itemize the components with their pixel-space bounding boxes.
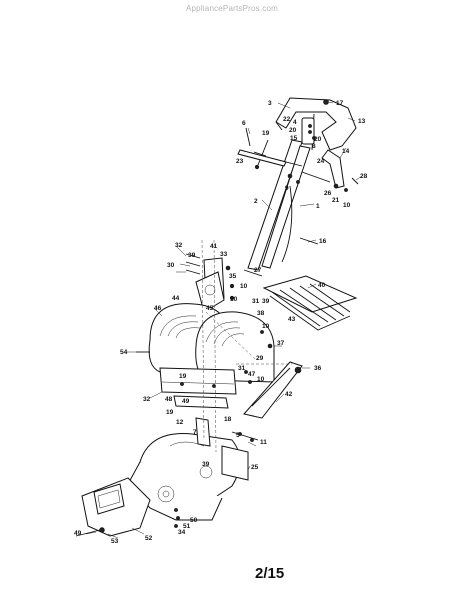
callout-51: 51	[183, 523, 191, 530]
callout-14: 14	[342, 148, 350, 155]
callout-4: 4	[293, 119, 297, 126]
page-number: 2/15	[255, 565, 285, 582]
callout-27: 27	[254, 267, 262, 274]
callout-19: 19	[262, 130, 270, 137]
callout-32: 32	[175, 242, 183, 249]
callout-54: 54	[120, 349, 128, 356]
leader-lines	[85, 101, 363, 539]
callout-15: 15	[290, 135, 298, 142]
callout-35: 35	[229, 273, 237, 280]
callout-3: 3	[268, 100, 272, 107]
callout-19: 19	[166, 409, 174, 416]
callout-labels: 3 17 13 22 4 20 15 20 8 6 19 23 14 24 9 …	[74, 100, 368, 545]
front-housing	[75, 477, 180, 537]
callout-10: 10	[257, 376, 265, 383]
handle-assembly	[237, 97, 359, 271]
callout-18: 18	[224, 416, 232, 423]
callout-8: 8	[312, 143, 316, 150]
callout-39: 39	[188, 252, 196, 259]
callout-16: 16	[319, 238, 327, 245]
callout-9: 9	[285, 185, 289, 192]
callout-5: 5	[236, 432, 240, 439]
callout-20: 20	[289, 127, 297, 134]
callout-10: 10	[230, 296, 238, 303]
callout-40: 40	[318, 282, 326, 289]
callout-17: 17	[336, 100, 344, 107]
depth-bar-assembly	[185, 253, 263, 313]
callout-44: 44	[172, 295, 180, 302]
callout-36: 36	[314, 365, 322, 372]
callout-38: 38	[257, 310, 265, 317]
callout-49: 49	[74, 530, 82, 537]
callout-10: 10	[343, 202, 351, 209]
callout-50: 50	[190, 517, 198, 524]
callout-37: 37	[277, 340, 285, 347]
callout-30: 30	[167, 262, 175, 269]
callout-39: 39	[262, 298, 270, 305]
callout-47: 47	[248, 371, 256, 378]
callout-46: 46	[154, 305, 162, 312]
callout-31: 31	[252, 298, 260, 305]
callout-25: 25	[251, 464, 259, 471]
callout-10: 10	[240, 283, 248, 290]
callout-52: 52	[145, 535, 153, 542]
callout-21: 21	[332, 197, 340, 204]
callout-49: 49	[182, 398, 190, 405]
callout-34: 34	[178, 529, 186, 536]
callout-19: 19	[179, 373, 187, 380]
transmission-frame	[127, 239, 259, 521]
side-deflector	[236, 361, 303, 419]
callout-24: 24	[317, 158, 325, 165]
shield-flap	[159, 367, 237, 409]
callout-13: 13	[358, 118, 366, 125]
callout-43: 43	[288, 316, 296, 323]
drag-bar	[262, 275, 358, 331]
callout-6: 6	[242, 120, 246, 127]
callout-2: 2	[254, 198, 258, 205]
callout-28: 28	[360, 173, 368, 180]
callout-22: 22	[283, 116, 291, 123]
callout-39: 39	[202, 461, 210, 468]
callout-31: 31	[238, 365, 246, 372]
callout-11: 11	[260, 439, 267, 446]
callout-45: 45	[206, 305, 214, 312]
callout-33: 33	[220, 251, 228, 258]
callout-53: 53	[111, 538, 119, 545]
callout-41: 41	[210, 243, 218, 250]
callout-10: 10	[262, 323, 270, 330]
callout-12: 12	[176, 419, 184, 426]
callout-7: 7	[193, 429, 197, 436]
callout-48: 48	[165, 396, 173, 403]
callout-1: 1	[316, 203, 320, 210]
callout-29: 29	[256, 355, 264, 362]
callout-42: 42	[285, 391, 293, 398]
watermark-text: AppliancePartsPros.com	[186, 4, 278, 13]
callout-23: 23	[236, 158, 244, 165]
callout-26: 26	[324, 190, 332, 197]
tine-shield	[136, 303, 275, 383]
callout-32: 32	[143, 396, 151, 403]
callout-20: 20	[314, 136, 322, 143]
